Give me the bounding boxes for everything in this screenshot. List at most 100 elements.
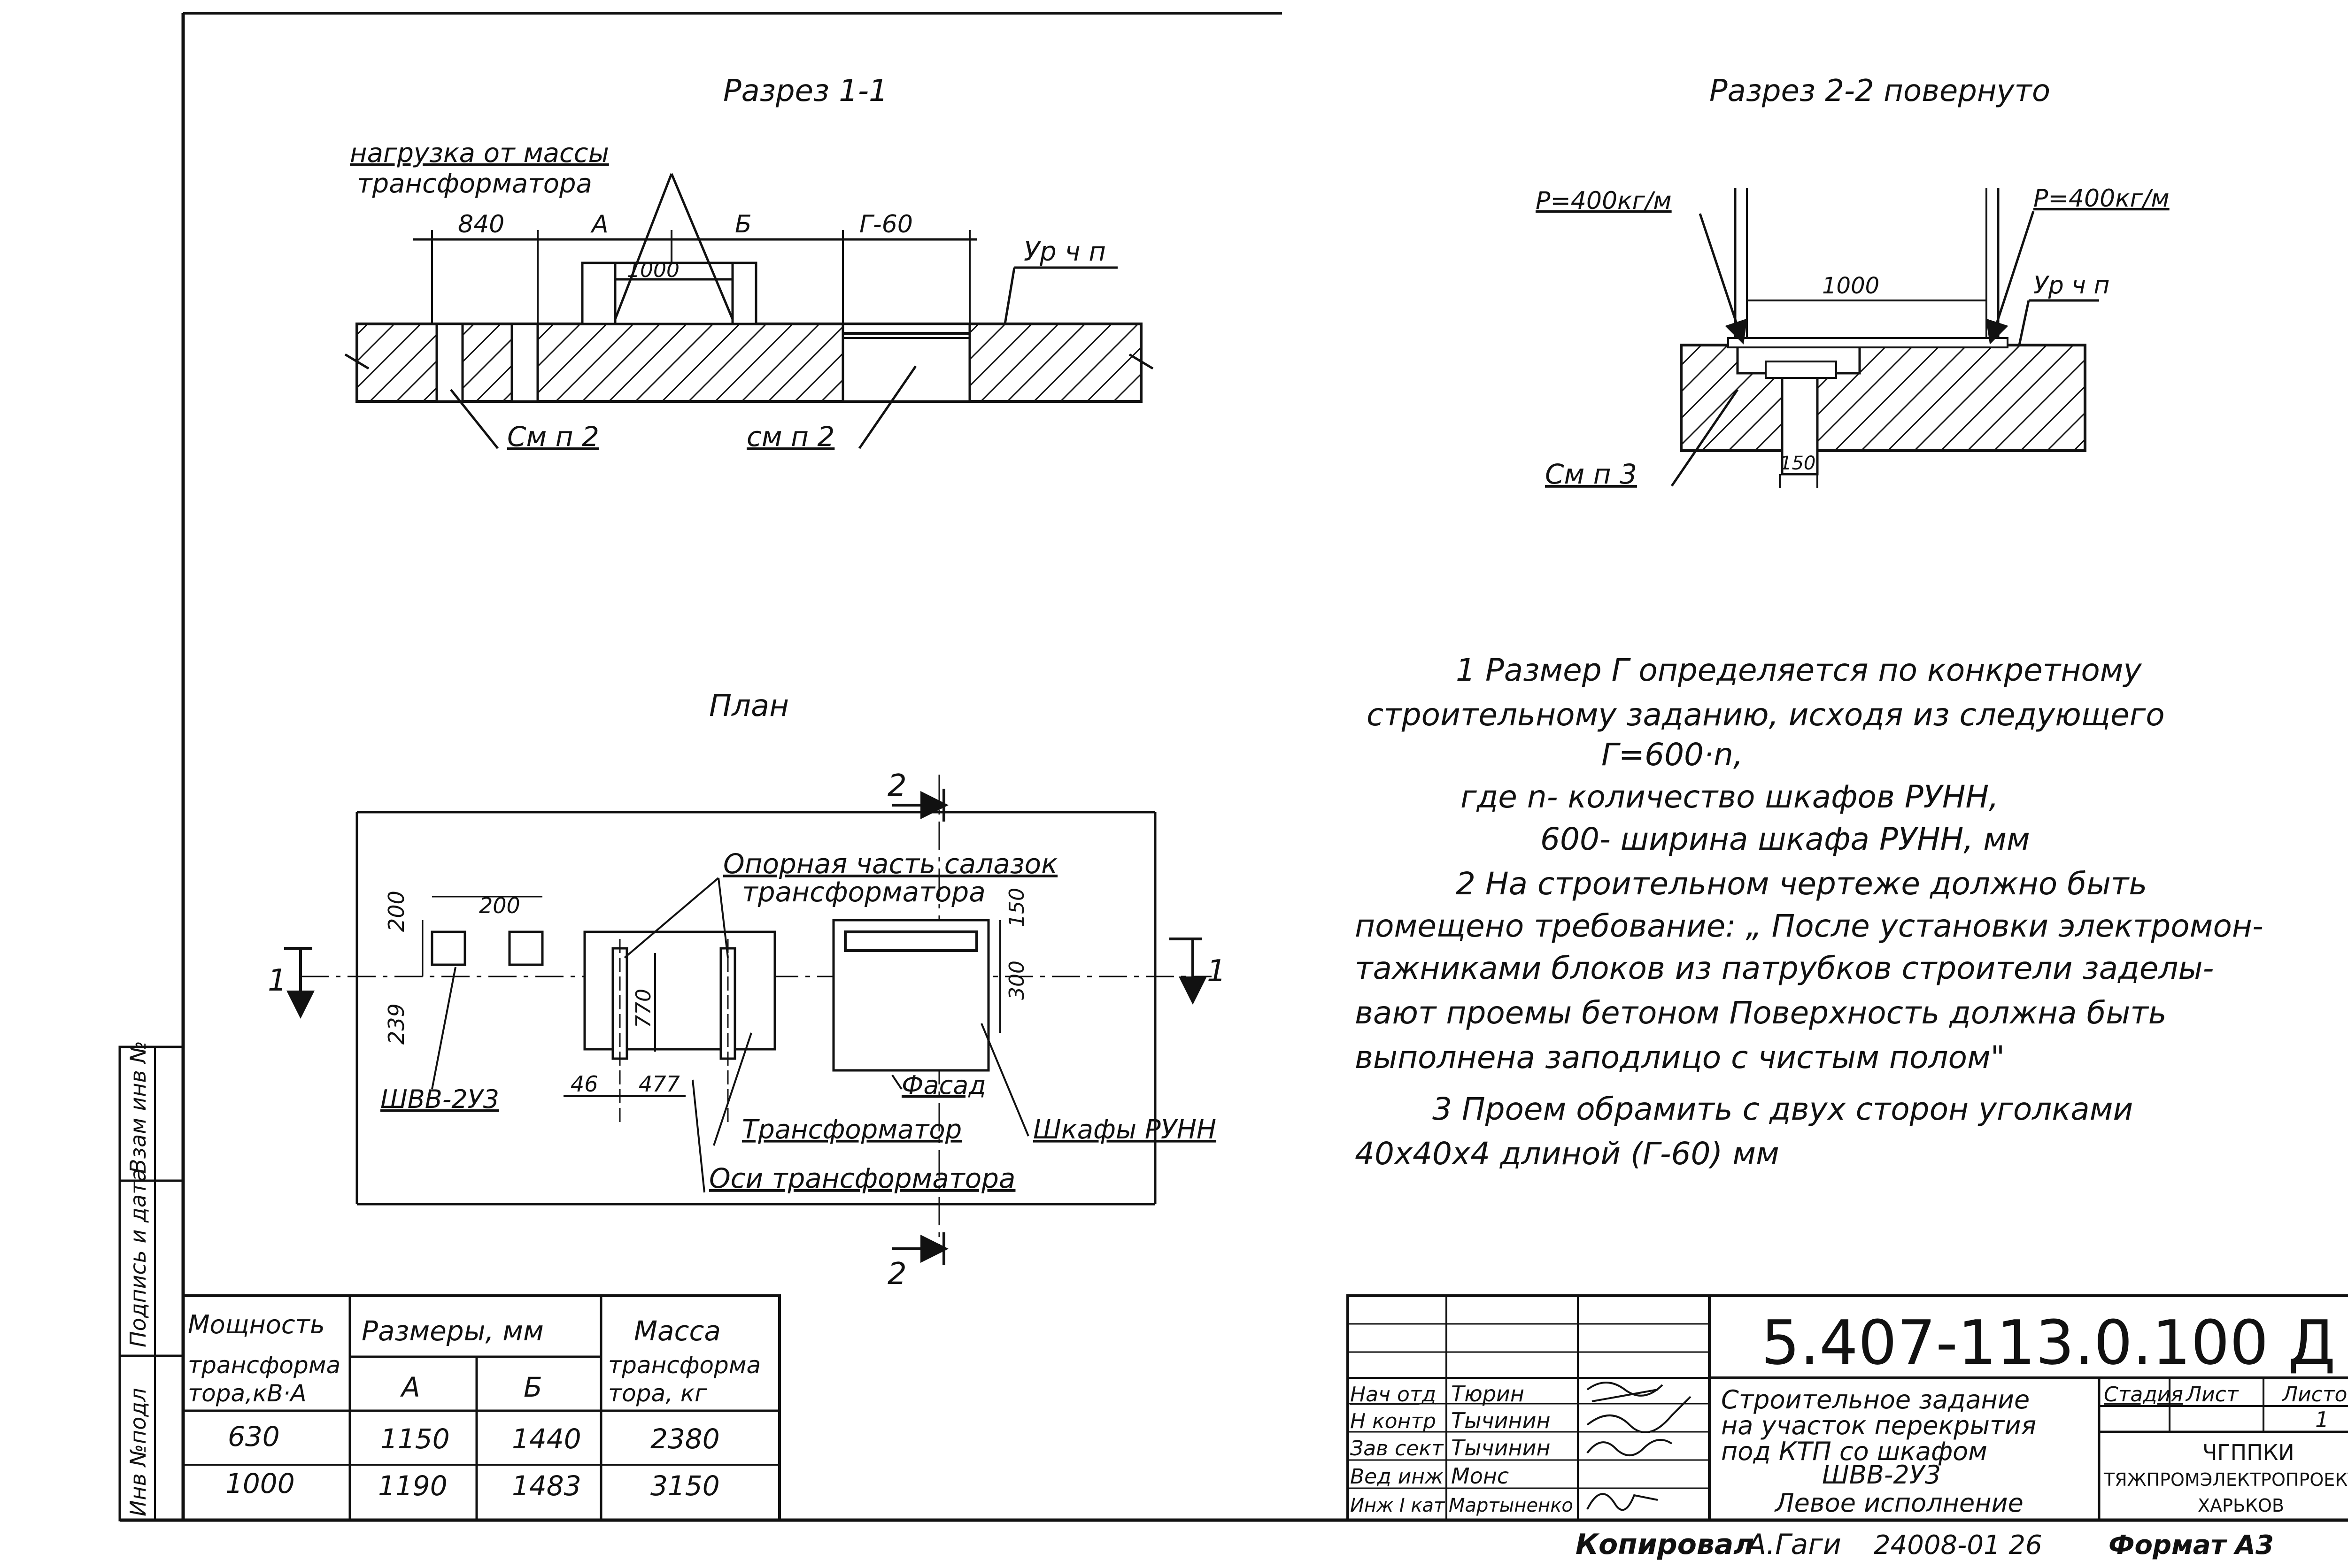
plan-sled-label-line1: Опорная часть салазок	[723, 848, 1058, 880]
note-line-2: Г=600·n,	[1601, 737, 1743, 773]
dim-840: 840	[458, 210, 504, 238]
side-stamp-inv-dup: Взам инв №	[125, 1041, 151, 1174]
title-org-1: ЧГППКИ	[2202, 1440, 2294, 1465]
table-row-mass: 3150	[650, 1470, 720, 1502]
footer-copied-sig: А.Гаги	[1745, 1528, 1841, 1561]
table-h-b: Б	[524, 1371, 542, 1403]
level-label-2-2: Ур ч п	[2033, 271, 2109, 300]
title-desc-2: под КТП со шкафом	[1721, 1437, 1987, 1466]
title-role-2: Зав сект	[1350, 1437, 1444, 1460]
side-stamp-sign-date: Подпись и дата	[125, 1168, 151, 1347]
load-left: Р=400кг/м	[1536, 187, 1672, 215]
note-line-8: вают проемы бетоном Поверхность должна б…	[1355, 995, 2167, 1031]
section-2-2-title: Разрез 2-2 повернуто	[1709, 74, 2050, 108]
plan-dim-477: 477	[639, 1071, 680, 1097]
signature-1	[1586, 1382, 1663, 1402]
title-org-3: ХАРЬКОВ	[2198, 1495, 2284, 1516]
signature-4	[1586, 1493, 1658, 1511]
plan-dim-300: 300	[1005, 961, 1029, 1000]
dim-150-2-2: 150	[1780, 453, 1815, 474]
title-block-code: 5.407-113.0.100 Д	[1761, 1307, 2336, 1378]
title-role-0: Нач отд	[1350, 1383, 1436, 1407]
plan-dim-200-h: 200	[479, 893, 520, 918]
title-desc-3: ШВВ-2У3	[1822, 1460, 1941, 1490]
title-org-2: ТЯЖПРОМЭЛЕКТРОПРОЕКТ	[2103, 1469, 2348, 1490]
title-name-2: Тычинин	[1451, 1435, 1551, 1460]
note-line-6: помещено требование: „ После установки э…	[1355, 908, 2263, 944]
title-stage-label: Стадия	[2104, 1383, 2183, 1407]
section-1-1-drawing: Разрез 1-1 840 А Б Г-60 1000 нагрузка от…	[344, 74, 1154, 453]
dim-a: А	[590, 210, 609, 238]
plan-dim-150: 150	[1005, 888, 1029, 927]
section-1-1-title: Разрез 1-1	[723, 74, 888, 108]
title-desc-1: на участок перекрытия	[1721, 1411, 2036, 1440]
smp2-left: См п 2	[507, 421, 599, 453]
plan-title: План	[709, 689, 789, 723]
table-h-power-3: тора,кВ·А	[188, 1380, 307, 1407]
note-line-10: 3 Проем обрамить с двух сторон уголками	[1432, 1091, 2133, 1127]
notes-block: 1 Размер Г определяется по конкретному с…	[1355, 652, 2263, 1172]
plan-facade-label: Фасад	[902, 1070, 986, 1100]
dim-1000: 1000	[627, 258, 680, 282]
load-right: Р=400кг/м	[2033, 184, 2170, 213]
plan-dim-200-v: 200	[384, 891, 409, 932]
title-sheet-label: Лист	[2185, 1383, 2239, 1407]
plan-cabinets-label: Шкафы РУНН	[1033, 1115, 1216, 1145]
title-block: 5.407-113.0.100 Д Строительное задание н…	[1346, 1294, 2348, 1522]
note-line-0: 1 Размер Г определяется по конкретному	[1456, 652, 2142, 688]
title-name-4: Мартыненко	[1449, 1495, 1573, 1516]
plan-axes-label: Оси трансформатора	[709, 1162, 1015, 1194]
side-stamp-inv-orig: Инв №подл	[125, 1388, 151, 1516]
plan-cut-2-top: 2	[888, 769, 907, 803]
plan-shvv-label: ШВВ-2У3	[380, 1084, 499, 1114]
dim-b: Б	[735, 210, 752, 238]
plan-cut-1-left: 1	[268, 963, 287, 998]
note-line-4: 600- ширина шкафа РУНН, мм	[1540, 821, 2030, 857]
side-stamp: Взам инв № Подпись и дата Инв №подл	[118, 1041, 185, 1522]
table-row-a: 1190	[378, 1470, 448, 1502]
plan-drawing: План 200 200 239 770 150 300 46 477	[268, 689, 1226, 1291]
level-label-1-1: Ур ч п	[1024, 237, 1106, 267]
section-2-2-drawing: Разрез 2-2 повернуто 1000 Р=400кг/м Р=40…	[1536, 74, 2170, 490]
smp3: См п 3	[1545, 458, 1637, 490]
table-h-mass-3: тора, кг	[608, 1380, 707, 1407]
title-desc-0: Строительное задание	[1721, 1385, 2030, 1414]
note-line-1: строительному заданию, исходя из следующ…	[1367, 697, 2165, 733]
title-role-4: Инж I кат	[1350, 1495, 1445, 1516]
plan-sled-label-line2: трансформатора	[742, 876, 986, 908]
title-sheets-label: Листов	[2281, 1383, 2348, 1407]
title-sheets-value: 1	[2315, 1407, 2329, 1432]
table-h-power-1: Мощность	[188, 1310, 325, 1339]
smp2-right: см п 2	[747, 421, 834, 453]
table-h-mass-1: Масса	[634, 1315, 721, 1347]
table-h-mass-2: трансформа	[608, 1352, 761, 1379]
footer-copied-label: Копировал	[1576, 1528, 1754, 1561]
transformer-table: Мощность трансформа тора,кВ·А Размеры, м…	[182, 1294, 781, 1522]
note-line-3: где n- количество шкафов РУНН,	[1460, 779, 1999, 815]
title-desc-4: Левое исполнение	[1774, 1488, 2024, 1518]
dim-1000-2-2: 1000	[1822, 273, 1879, 299]
note-line-5: 2 На строительном чертеже должно быть	[1456, 866, 2147, 902]
load-label-line1: нагрузка от массы	[350, 138, 609, 169]
table-row-a: 1150	[380, 1423, 450, 1455]
signature-3	[1586, 1439, 1673, 1456]
footer-format: Формат А3	[2109, 1530, 2274, 1560]
dim-g60: Г-60	[859, 210, 913, 238]
signature-2	[1586, 1396, 1691, 1433]
table-row-b: 1483	[512, 1470, 581, 1502]
table-row-b: 1440	[512, 1423, 581, 1455]
title-name-0: Тюрин	[1451, 1381, 1524, 1407]
title-name-3: Монс	[1451, 1463, 1509, 1489]
note-line-11: 40х40х4 длиной (Г-60) мм	[1355, 1136, 1779, 1172]
title-role-1: Н контр	[1350, 1409, 1436, 1433]
table-row-mass: 2380	[650, 1423, 720, 1455]
table-h-a: А	[400, 1371, 420, 1403]
note-line-7: тажниками блоков из патрубков строители …	[1355, 950, 2214, 986]
footer: Копировал А.Гаги 24008-01 26 Формат А3	[1576, 1528, 2274, 1561]
footer-order-no: 24008-01 26	[1874, 1530, 2042, 1560]
plan-cut-1-right: 1	[1207, 954, 1226, 989]
plan-transformer-label: Трансформатор	[742, 1115, 962, 1145]
table-row-power: 630	[228, 1421, 280, 1453]
plan-dim-770: 770	[632, 989, 656, 1028]
